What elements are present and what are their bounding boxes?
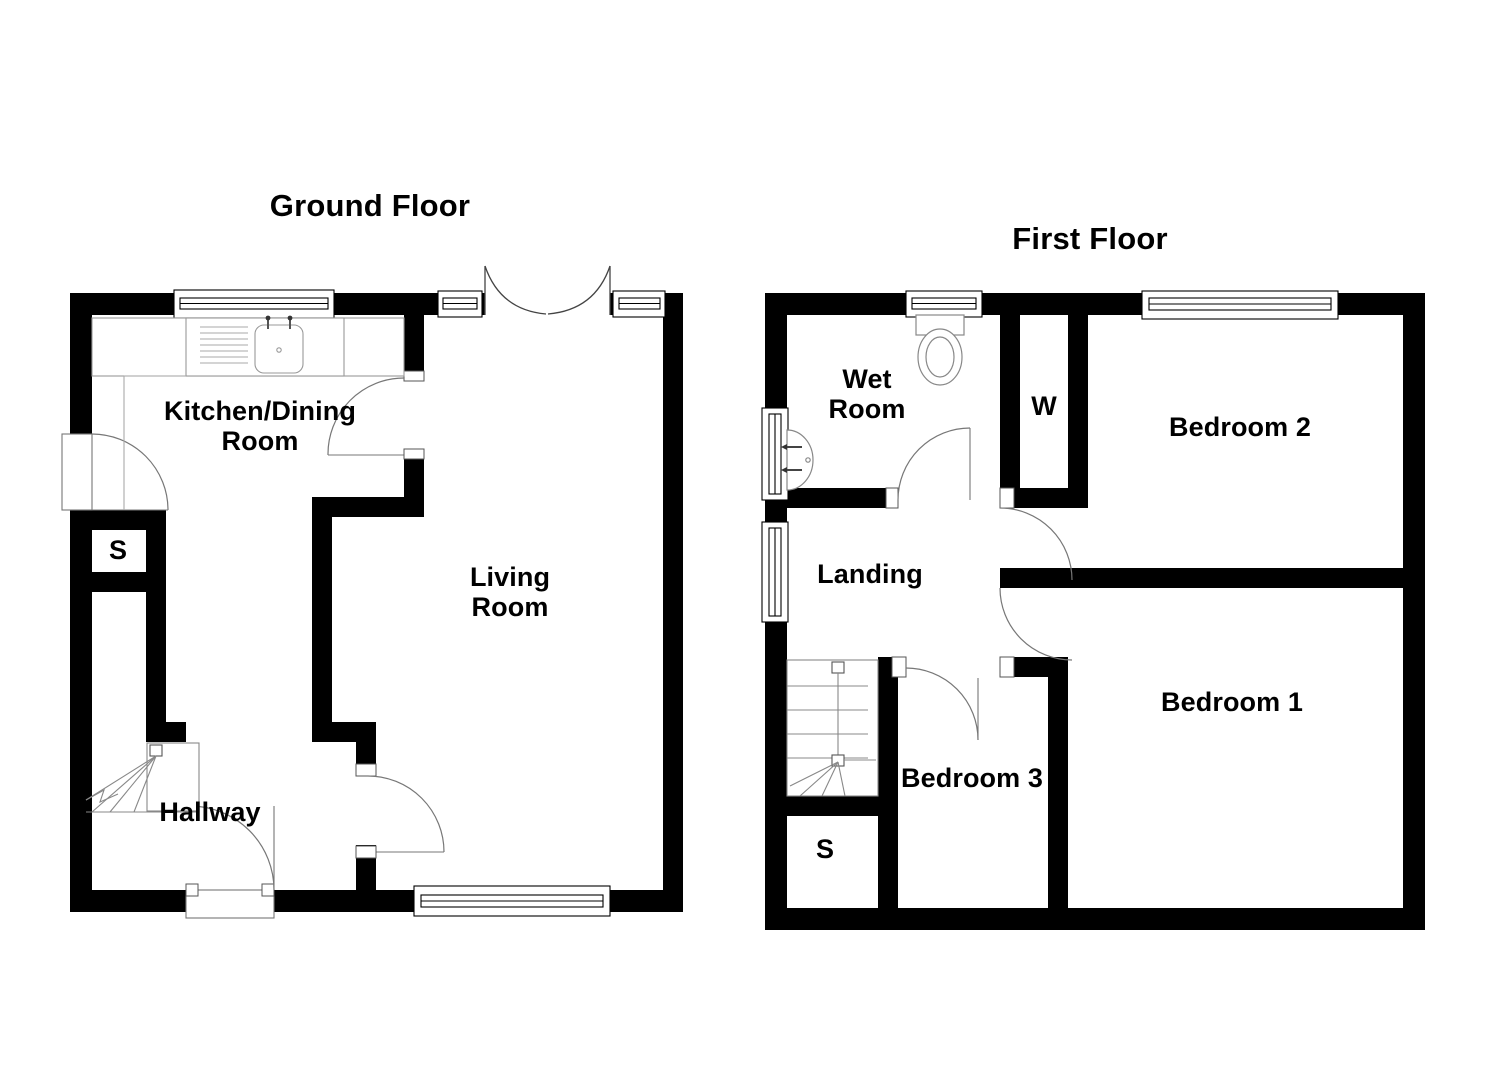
- room-label-kitchen-dining: Kitchen/Dining Room: [164, 396, 356, 457]
- window-kitchen: [173, 289, 335, 319]
- window-living-top-right: [612, 290, 666, 318]
- draining-board: [200, 326, 248, 364]
- bedroom1-door: [999, 587, 1073, 678]
- room-label-bedroom-1: Bedroom 1: [1161, 687, 1303, 717]
- room-label-bedroom-2: Bedroom 2: [1169, 412, 1311, 442]
- french-doors: [484, 265, 611, 315]
- wash-basin: [781, 429, 814, 491]
- window-bedroom2: [1141, 290, 1339, 320]
- window-living-top-left: [437, 290, 483, 318]
- window-wetroom: [905, 290, 983, 318]
- room-label-first-store: S: [815, 834, 835, 864]
- kitchen-sink: [254, 315, 304, 374]
- room-label-bedroom-3: Bedroom 3: [901, 763, 1043, 793]
- room-label-hallway: Hallway: [159, 797, 261, 827]
- window-landing-upper: [761, 407, 789, 501]
- window-living-bottom: [413, 885, 611, 917]
- room-label-landing: Landing: [817, 559, 923, 589]
- first-floor-title: First Floor: [1012, 221, 1168, 256]
- wetroom-door: [885, 427, 971, 509]
- room-label-wardrobe: W: [1031, 391, 1057, 421]
- bedroom3-door: [891, 656, 979, 741]
- room-label-ground-store: S: [108, 535, 128, 565]
- hallway-living-door: [355, 763, 445, 859]
- kitchen-units: [91, 315, 405, 377]
- ground-floor-title: Ground Floor: [269, 188, 471, 223]
- room-label-living-room: Living Room: [469, 562, 551, 623]
- bedroom2-door: [999, 487, 1073, 581]
- room-label-wet-room: Wet Room: [828, 364, 906, 425]
